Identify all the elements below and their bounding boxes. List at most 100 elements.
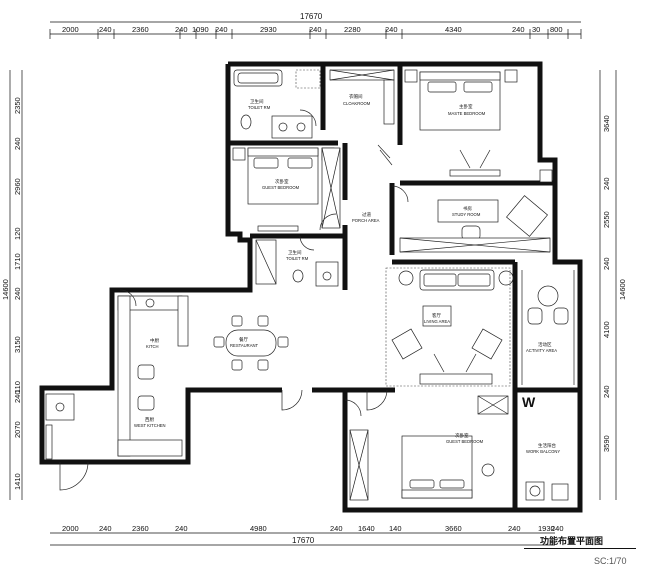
top-dimension-value: 2280 — [344, 25, 361, 34]
top-dimension-group: 17670 2000 240 2360 240 1090 240 2930 240 2280 24… — [49, 12, 582, 39]
room-label-cn: 卫生间 — [250, 98, 264, 105]
room-label-cn: 书房 — [463, 205, 472, 212]
top-dimension-value: 30 — [532, 25, 540, 34]
walls — [39, 61, 583, 513]
left-dimension-value: 3150 — [13, 336, 22, 353]
toilet-room-middle — [255, 239, 339, 287]
window-mark: W — [522, 394, 536, 410]
left-dimension-value: 1410 — [13, 473, 22, 490]
room-label-en: ACTIVITY AREA — [526, 348, 557, 353]
room-label-cn: 衣帽间 — [349, 93, 363, 100]
top-dimension-value: 800 — [550, 25, 563, 34]
bottom-dimension-value: 240 — [508, 524, 521, 533]
right-dimension-value: 3640 — [602, 115, 611, 132]
room-label-cn: 西厨 — [145, 417, 154, 423]
room-label-cn: 生活阳台 — [538, 442, 556, 449]
bottom-dimension-value: 2360 — [132, 524, 149, 533]
top-dimension-value: 240 — [385, 25, 398, 34]
bottom-dimension-value: 2000 — [62, 524, 79, 533]
room-label-en: GUEST BEDROOM — [262, 185, 300, 190]
left-dimension-value: 1710 — [13, 253, 22, 270]
bottom-dimension-value: 240 — [99, 524, 112, 533]
right-dimension-value: 3590 — [602, 435, 611, 452]
room-label-en: KITCH — [146, 344, 159, 349]
right-dimension-value: 240 — [602, 177, 611, 190]
room-label-cn: 次卧室 — [455, 432, 469, 439]
top-dimension-value: 2930 — [260, 25, 277, 34]
cloakroom — [329, 69, 395, 125]
master-bedroom — [404, 69, 518, 177]
top-dimension-value: 4340 — [445, 25, 462, 34]
right-dimension-value: 2550 — [602, 211, 611, 228]
room-label-en: RESTAURANT — [230, 343, 259, 348]
toilet-room-top — [233, 69, 321, 139]
work-balcony — [525, 481, 569, 501]
top-dimension-value: 240 — [215, 25, 228, 34]
restaurant — [213, 315, 289, 371]
left-dimension-group: 14600 2350240296012017102403150110240207… — [1, 70, 23, 500]
room-label-cn: 过道 — [362, 211, 371, 218]
room-label-en: TOILET RM — [286, 256, 309, 261]
activity-area — [521, 270, 575, 385]
room-label-en: GUEST BEDROOM — [446, 439, 484, 444]
right-total-dim: 14600 — [618, 279, 627, 300]
bottom-dimension-group: 17670 2000 240 2360 240 4980 240 1640 140 3660 24… — [50, 524, 564, 546]
room-label-en: LIVING AREA — [424, 319, 450, 324]
bottom-dimension-value: 240 — [175, 524, 188, 533]
room-label-en: CLOAKROOM — [343, 101, 371, 106]
bottom-dimension-value: 240 — [551, 524, 564, 533]
left-dimension-value: 240 — [13, 287, 22, 300]
bottom-dimension-value: 4980 — [250, 524, 267, 533]
top-dimension-value: 240 — [309, 25, 322, 34]
bottom-dimension-value: 240 — [330, 524, 343, 533]
room-label-cn: 卫生间 — [288, 249, 302, 256]
left-dimension-value: 240 — [13, 137, 22, 150]
living-area — [385, 267, 514, 387]
room-label-en: WEST KITCHEN — [134, 423, 166, 428]
left-total-dim: 14600 — [1, 279, 10, 300]
room-label-cn: 活动区 — [538, 341, 552, 348]
bottom-dimension-value: 140 — [389, 524, 402, 533]
bottom-dimension-value: 1930 — [538, 524, 555, 533]
top-dimension-value: 2000 — [62, 25, 79, 34]
left-dimension-value: 240 — [13, 390, 22, 403]
doors — [59, 109, 409, 491]
top-total-dim: 17670 — [300, 12, 323, 21]
right-dimension-value: 240 — [602, 257, 611, 270]
bottom-dimension-value: 3660 — [445, 524, 462, 533]
top-dimension-value: 240 — [175, 25, 188, 34]
room-label-cn: 餐厅 — [239, 336, 248, 343]
right-dimension-value: 240 — [602, 385, 611, 398]
room-label-en: MASTE BEDROOM — [448, 111, 486, 116]
right-dimension-value: 4100 — [602, 321, 611, 338]
room-label-en: TOILET RM — [248, 105, 271, 110]
room-label-en: PORCH AREA — [352, 218, 380, 223]
bottom-total-dim: 17670 — [292, 536, 315, 545]
bottom-dimension-value: 1640 — [358, 524, 375, 533]
title-underline — [524, 548, 636, 549]
top-dimension-value: 1090 — [192, 25, 209, 34]
room-labels: 卫生间 TOILET RM 衣帽间 CLOAKROOM 主卧室 MASTE BE… — [134, 93, 560, 454]
study-room — [399, 169, 553, 253]
top-dimension-value: 2360 — [132, 25, 149, 34]
room-label-en: WORK BALCONY — [526, 449, 560, 454]
left-dimension-value: 2350 — [13, 97, 22, 114]
guest-bedroom-top — [232, 147, 341, 232]
top-dimension-value: 240 — [512, 25, 525, 34]
left-dimension-value: 2070 — [13, 421, 22, 438]
drawing-title: 功能布置平面图 — [540, 537, 604, 547]
drawing-scale: SC:1/70 — [594, 556, 627, 566]
left-dimension-value: 120 — [13, 227, 22, 240]
room-label-cn: 次卧室 — [275, 178, 289, 185]
kitchen — [45, 295, 189, 460]
room-label-en: STUDY ROOM — [452, 212, 481, 217]
left-dimension-value: 2960 — [13, 178, 22, 195]
room-label-cn: 主卧室 — [459, 103, 473, 110]
room-label-cn: 客厅 — [432, 312, 441, 319]
guest-bedroom-bottom — [349, 395, 509, 501]
room-label-cn: 中厨 — [150, 337, 159, 344]
left-dimension-value: 110 — [13, 381, 22, 393]
top-dimension-value: 240 — [99, 25, 112, 34]
right-dimension-group: 14600 3640 240 2550 240 4100 240 3590 — [599, 70, 627, 500]
